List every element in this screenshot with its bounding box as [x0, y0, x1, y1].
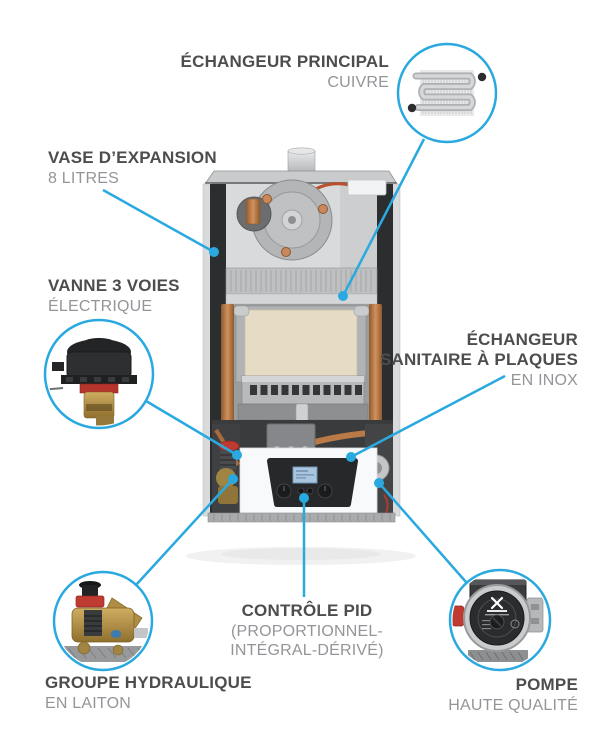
line-vase-expansion: [102, 188, 215, 254]
pompe-subtitle: HAUTE QUALITÉ: [448, 697, 578, 714]
label-vase-expansion: VASE D’EXPANSION 8 LITRES: [48, 148, 217, 188]
echangeur-sanitaire-subtitle: EN INOX: [510, 372, 578, 389]
echangeur-sanitaire-title-line2: SANITAIRE À PLAQUES: [379, 350, 578, 369]
dot-pompe: [374, 478, 384, 488]
controle-pid-subtitle-line1: (PROPORTIONNEL-: [230, 623, 384, 640]
label-echangeur-principal: ÉCHANGEUR PRINCIPAL CUIVRE: [181, 52, 389, 92]
label-controle-pid: CONTRÔLE PID (PROPORTIONNEL- INTÉGRAL-DÉ…: [157, 601, 457, 660]
label-groupe-hydraulique: GROUPE HYDRAULIQUE EN LAITON: [45, 673, 252, 713]
controle-pid-subtitle-line2: INTÉGRAL-DÉRIVÉ): [230, 642, 384, 659]
line-vanne-3-voies: [145, 399, 238, 457]
controle-pid-title: CONTRÔLE PID: [241, 601, 373, 620]
groupe-hydraulique-subtitle: EN LAITON: [45, 695, 131, 712]
echangeur-principal-title: ÉCHANGEUR PRINCIPAL: [180, 52, 389, 71]
control-panel-icon: [239, 447, 378, 517]
echangeur-principal-photo: [396, 42, 498, 144]
line-echangeur-principal: [341, 138, 426, 297]
vase-expansion-subtitle: 8 LITRES: [48, 170, 119, 187]
pompe-photo: [448, 568, 552, 672]
label-vanne-3-voies: VANNE 3 VOIES ÉLECTRIQUE: [48, 276, 180, 316]
label-pompe: POMPE HAUTE QUALITÉ: [448, 675, 578, 715]
dot-groupe-hydraulique: [228, 474, 238, 484]
echangeur-principal-subtitle: CUIVRE: [327, 74, 389, 91]
groupe-hydraulique-photo: [52, 570, 154, 672]
pompe-title: POMPE: [515, 675, 578, 694]
vase-expansion-title: VASE D’EXPANSION: [48, 148, 217, 167]
callout-dots: [209, 247, 384, 503]
vanne-3-voies-photo: [43, 318, 155, 430]
flue-collar-icon: [287, 147, 316, 172]
groupe-hydraulique-title: GROUPE HYDRAULIQUE: [45, 673, 252, 692]
line-groupe-hydraulique: [135, 478, 234, 586]
burner-icon: [237, 375, 369, 423]
dot-vase-expansion: [209, 247, 219, 257]
dot-echangeur-principal: [338, 291, 348, 301]
dot-controle-pid: [299, 493, 309, 503]
vanne-3-voies-subtitle: ÉLECTRIQUE: [48, 298, 153, 315]
callout-lines: [102, 138, 506, 597]
line-pompe: [378, 482, 467, 583]
echangeur-sanitaire-title-line1: ÉCHANGEUR: [466, 330, 578, 349]
dot-echangeur-sanitaire: [346, 452, 356, 462]
label-echangeur-sanitaire: ÉCHANGEUR SANITAIRE À PLAQUES EN INOX: [380, 330, 578, 390]
combustion-chamber-icon: [221, 304, 382, 422]
dot-vanne-3-voies: [232, 450, 242, 460]
vanne-3-voies-title: VANNE 3 VOIES: [48, 276, 180, 295]
line-echangeur-sanitaire: [350, 374, 506, 459]
